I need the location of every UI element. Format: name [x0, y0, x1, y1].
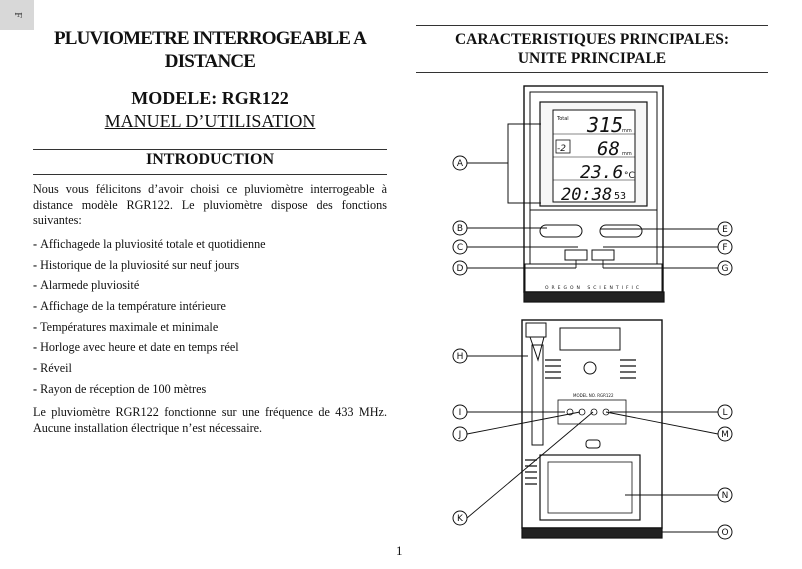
- section-rule-top: [33, 149, 387, 150]
- section-title: INTRODUCTION: [145, 151, 274, 168]
- list-item: -Historique de la pluviosité sur neuf jo…: [33, 257, 240, 272]
- svg-text:D: D: [457, 264, 464, 274]
- callout-l: L: [717, 404, 733, 420]
- svg-text:A: A: [457, 159, 464, 169]
- callout-h: H: [452, 348, 468, 364]
- lcd-daily-unit: mm: [622, 151, 632, 157]
- callout-g: G: [717, 260, 733, 276]
- intro-paragraph: Nous vous félicitons d’avoir choisi ce p…: [33, 182, 387, 227]
- list-item: -Rayon de réception de 100 mètres: [33, 381, 207, 396]
- language-tab: F: [0, 0, 34, 30]
- svg-text:L: L: [722, 408, 727, 418]
- callout-lines: [466, 162, 719, 533]
- list-item: -Horloge avec heure et date en temps rée…: [33, 340, 239, 355]
- device-diagram: Total 315 mm -2 68 mm 23.6 °C 20:38 53 O…: [452, 85, 733, 540]
- lcd-total-value: 315: [586, 113, 623, 137]
- model-heading: MODELE: RGR122: [131, 88, 289, 108]
- svg-text:E: E: [722, 225, 728, 235]
- svg-text:K: K: [457, 514, 464, 524]
- brand-logo: OREGON SCIENTIFIC: [545, 285, 642, 291]
- callout-j: J: [452, 426, 468, 442]
- back-model-label: MODEL NO. RGR122: [573, 393, 614, 398]
- lcd-temp-unit: °C: [624, 171, 635, 181]
- callout-d: D: [452, 260, 468, 276]
- callout-m: M: [717, 426, 733, 442]
- callout-n: N: [717, 487, 733, 503]
- lcd-daily-value: 68: [597, 138, 620, 160]
- svg-text:O: O: [721, 528, 728, 538]
- lcd-display: Total 315 mm -2 68 mm 23.6 °C 20:38 53 O…: [545, 113, 642, 291]
- svg-text:G: G: [722, 264, 729, 274]
- back-unit: [521, 319, 663, 539]
- lcd-total-unit: mm: [622, 128, 632, 134]
- callout-b: B: [452, 220, 468, 236]
- callout-f: F: [717, 239, 733, 255]
- lcd-total-label: Total: [556, 116, 569, 122]
- list-item: -Alarmede pluviosité: [33, 278, 140, 293]
- closing-paragraph: Le pluviomètre RGR122 fonctionne sur une…: [33, 405, 387, 435]
- list-item: -Affichagede la pluviosité totale et quo…: [33, 237, 266, 251]
- header-rule-bottom: [416, 72, 768, 73]
- svg-text:J: J: [458, 430, 462, 440]
- svg-text:I: I: [459, 408, 462, 418]
- callout-labels: A B C D E F G H I J K L M N O: [452, 155, 733, 540]
- list-item: -Réveil: [33, 361, 72, 376]
- callout-i: I: [452, 404, 468, 420]
- front-unit: [507, 85, 665, 303]
- svg-text:M: M: [721, 430, 729, 440]
- lcd-time-value: 20:38: [561, 185, 612, 205]
- feature-list: -Affichagede la pluviosité totale et quo…: [33, 236, 387, 402]
- list-item: -Températures maximale et minimale: [33, 319, 219, 334]
- callout-a: A: [452, 155, 468, 171]
- page-number: 1: [396, 543, 403, 558]
- manual-subtitle: MANUEL D’UTILISATION: [104, 111, 316, 131]
- lcd-temp-value: 23.6: [580, 162, 623, 183]
- section-rule-bottom: [33, 174, 387, 175]
- svg-text:C: C: [457, 243, 463, 253]
- callout-k: K: [452, 510, 468, 526]
- features-header: CARACTERISTIQUES PRINCIPALES: UNITE PRIN…: [454, 31, 730, 67]
- callout-o: O: [717, 524, 733, 540]
- header-rule-top: [416, 25, 768, 26]
- svg-text:F: F: [722, 243, 727, 253]
- callout-c: C: [452, 239, 468, 255]
- svg-text:N: N: [722, 491, 729, 501]
- lcd-seconds-value: 53: [614, 191, 626, 202]
- manual-title: PLUVIOMETRE INTERROGEABLE A DISTANCE: [53, 28, 367, 72]
- callout-e: E: [717, 221, 733, 237]
- lcd-day-box: -2: [557, 144, 566, 154]
- svg-text:B: B: [457, 224, 463, 234]
- svg-text:H: H: [457, 352, 464, 362]
- list-item: -Affichage de la température intérieure: [33, 299, 226, 314]
